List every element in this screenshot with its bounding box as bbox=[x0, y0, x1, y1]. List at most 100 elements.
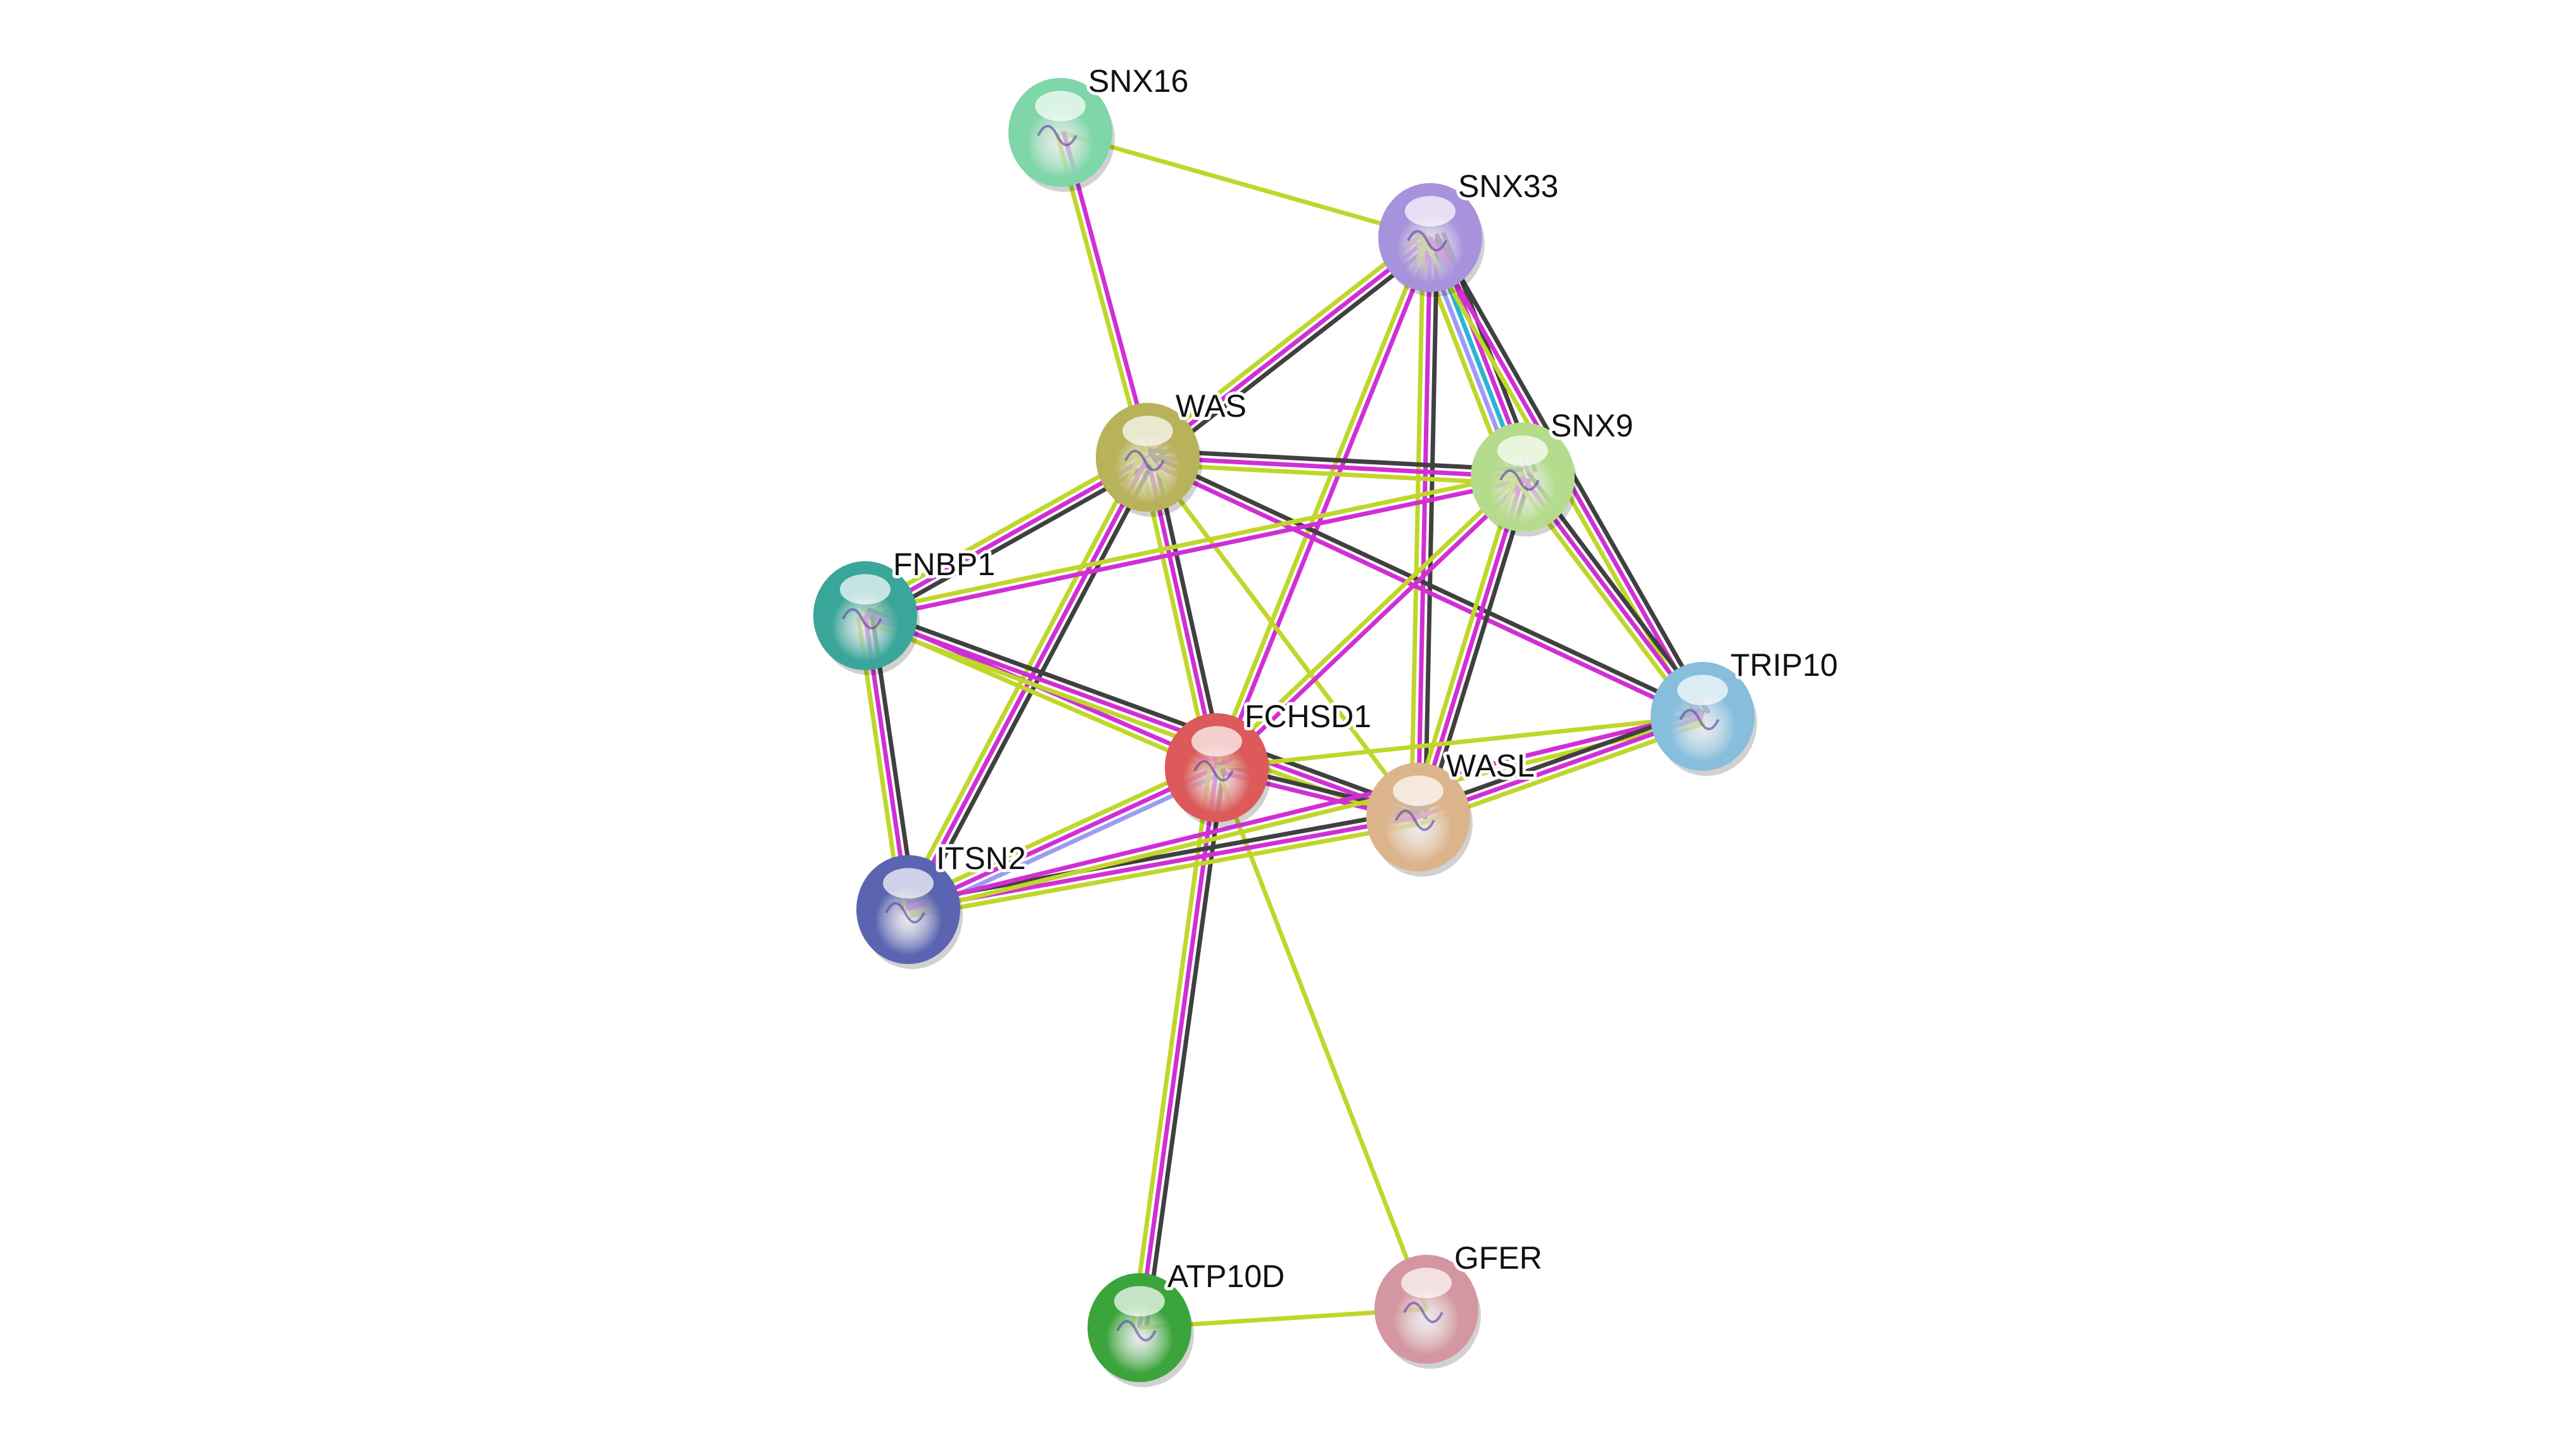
node-highlight bbox=[1401, 1267, 1452, 1298]
evidence-line-coexpression bbox=[1150, 241, 1436, 465]
evidence-line-textmining bbox=[1214, 766, 1429, 1311]
protein-structure-icon bbox=[1395, 809, 1435, 831]
edge-fchsd1-gfer[interactable] bbox=[1214, 766, 1429, 1311]
evidence-line-textmining bbox=[864, 471, 1523, 615]
node-label: TRIP10 bbox=[1730, 647, 1838, 683]
evidence-line-coexpression bbox=[1423, 238, 1440, 818]
node-highlight bbox=[840, 574, 891, 605]
edge-snx9-fchsd1[interactable] bbox=[1212, 473, 1527, 772]
edge-snx9-fnbp1[interactable] bbox=[864, 471, 1524, 621]
protein-structure-icon bbox=[1124, 450, 1165, 471]
evidence-line-experiments bbox=[865, 478, 1524, 621]
edge-snx33-wasl[interactable] bbox=[1409, 237, 1440, 818]
edge-snx33-was[interactable] bbox=[1142, 230, 1436, 465]
node-label: ATP10D bbox=[1167, 1259, 1285, 1294]
node-was[interactable]: WAS bbox=[1096, 385, 1250, 517]
node-snx9[interactable]: SNX9 bbox=[1471, 405, 1637, 536]
protein-structure-icon bbox=[1403, 1302, 1443, 1323]
evidence-line-experiments bbox=[864, 455, 1149, 618]
evidence-line-experiments bbox=[1061, 130, 1153, 457]
node-label: SNX16 bbox=[1088, 63, 1188, 99]
node-sphere bbox=[856, 855, 960, 964]
node-trip10[interactable]: TRIP10 bbox=[1651, 644, 1841, 776]
node-label: WASL bbox=[1446, 748, 1535, 784]
evidence-line-experiments bbox=[1217, 478, 1527, 772]
evidence-line-textmining bbox=[1212, 473, 1522, 767]
node-highlight bbox=[1393, 775, 1443, 806]
node-highlight bbox=[1122, 416, 1173, 447]
protein-structure-icon bbox=[885, 902, 925, 924]
edge-was-snx9[interactable] bbox=[1147, 448, 1523, 486]
evidence-line-textmining bbox=[1146, 455, 1420, 819]
node-sphere bbox=[1378, 183, 1482, 292]
edges-layer bbox=[856, 130, 1711, 1330]
node-sphere bbox=[813, 561, 917, 670]
evidence-line-coexpression bbox=[1148, 448, 1523, 473]
node-highlight bbox=[1114, 1286, 1165, 1317]
protein-structure-icon bbox=[1499, 469, 1540, 491]
evidence-line-experiments bbox=[1147, 455, 1523, 479]
edge-was-trip10[interactable] bbox=[1145, 452, 1705, 722]
node-highlight bbox=[1677, 675, 1728, 706]
edge-fchsd1-atp10d[interactable] bbox=[1130, 766, 1226, 1329]
node-label: GFER bbox=[1454, 1240, 1542, 1276]
node-label: FCHSD1 bbox=[1245, 699, 1371, 734]
edge-fchsd1-trip10[interactable] bbox=[1216, 714, 1703, 770]
edge-snx16-snx33[interactable] bbox=[1060, 130, 1431, 240]
edge-was-wasl[interactable] bbox=[1146, 455, 1420, 819]
node-highlight bbox=[883, 868, 934, 899]
evidence-line-textmining bbox=[904, 759, 1215, 906]
edge-snx9-wasl[interactable] bbox=[1409, 474, 1532, 820]
evidence-line-experiments bbox=[1416, 237, 1433, 818]
node-sphere bbox=[1471, 422, 1575, 531]
evidence-line-coexpression bbox=[866, 607, 1421, 813]
node-snx33[interactable]: SNX33 bbox=[1378, 165, 1561, 297]
node-sphere bbox=[1165, 713, 1269, 822]
node-highlight bbox=[1191, 726, 1242, 757]
evidence-line-textmining bbox=[908, 717, 1704, 915]
edge-snx33-fchsd1[interactable] bbox=[1211, 235, 1436, 770]
node-sphere bbox=[1651, 662, 1754, 771]
node-itsn2[interactable]: ITSN2 bbox=[856, 837, 1029, 969]
protein-structure-icon bbox=[1407, 230, 1447, 251]
node-sphere bbox=[1096, 403, 1200, 512]
node-gfer[interactable]: GFER bbox=[1374, 1237, 1545, 1369]
evidence-line-textmining bbox=[1409, 237, 1426, 817]
evidence-line-textmining bbox=[1130, 766, 1212, 1327]
evidence-line-textmining bbox=[1147, 462, 1523, 486]
evidence-line-experiments bbox=[1217, 238, 1436, 770]
evidence-line-textmining bbox=[1216, 714, 1703, 770]
node-wasl[interactable]: WASL bbox=[1366, 745, 1538, 877]
evidence-line-coexpression bbox=[1423, 478, 1532, 820]
protein-structure-icon bbox=[1037, 125, 1077, 146]
node-snx16[interactable]: SNX16 bbox=[1008, 60, 1191, 192]
node-sphere bbox=[1008, 78, 1112, 187]
node-fnbp1[interactable]: FNBP1 bbox=[813, 543, 998, 675]
node-highlight bbox=[1035, 91, 1086, 122]
evidence-line-textmining bbox=[860, 449, 1146, 612]
node-highlight bbox=[1497, 435, 1548, 466]
evidence-line-coexpression bbox=[1148, 452, 1705, 716]
edge-itsn2-trip10[interactable] bbox=[906, 711, 1704, 915]
evidence-line-experiments bbox=[1145, 458, 1703, 722]
evidence-line-textmining bbox=[1142, 230, 1428, 454]
protein-structure-icon bbox=[1679, 709, 1720, 730]
protein-structure-icon bbox=[1193, 760, 1234, 782]
evidence-line-experiments bbox=[907, 765, 1218, 912]
edge-snx16-was[interactable] bbox=[1055, 130, 1153, 459]
evidence-line-experiments bbox=[906, 711, 1703, 909]
evidence-line-experiments bbox=[1416, 476, 1525, 818]
evidence-line-experiments bbox=[864, 613, 1419, 820]
edge-was-fnbp1[interactable] bbox=[860, 449, 1153, 624]
node-atp10d[interactable]: ATP10D bbox=[1088, 1255, 1288, 1387]
node-fchsd1[interactable]: FCHSD1 bbox=[1165, 695, 1374, 827]
node-sphere bbox=[1366, 763, 1470, 872]
node-label: SNX33 bbox=[1458, 168, 1558, 204]
node-sphere bbox=[1374, 1255, 1478, 1364]
evidence-line-textmining bbox=[1409, 474, 1518, 816]
node-label: ITSN2 bbox=[936, 841, 1026, 876]
node-highlight bbox=[1405, 196, 1456, 227]
evidence-line-textmining bbox=[1211, 235, 1430, 768]
protein-structure-icon bbox=[842, 608, 882, 630]
